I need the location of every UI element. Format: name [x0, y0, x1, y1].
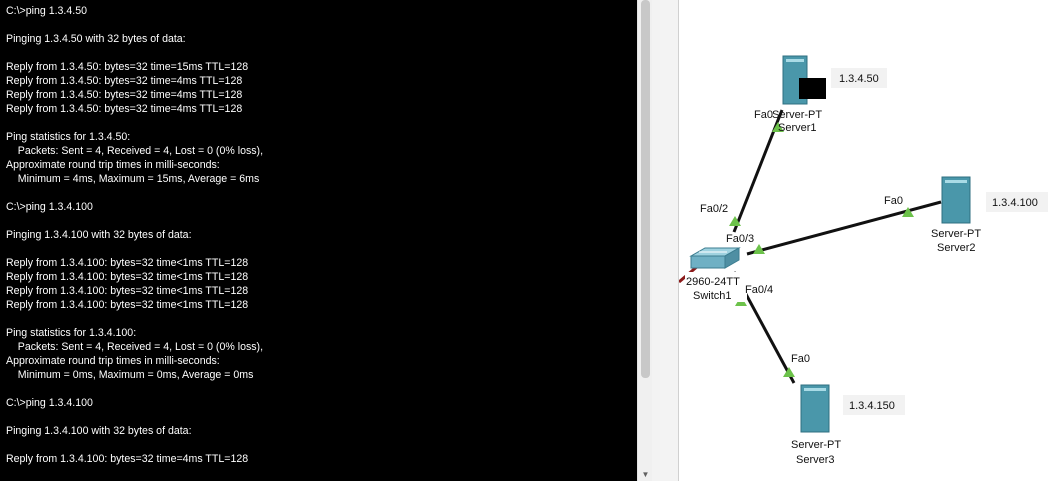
switch-side — [724, 247, 740, 269]
ip-badge — [986, 192, 1048, 212]
server-bay — [804, 388, 826, 391]
server3-device[interactable]: 1.3.4.150 Fa0 Server-PT Server3 — [791, 353, 905, 466]
link-up-indicator-icon — [783, 367, 795, 377]
link-up-indicator-icon — [729, 216, 741, 226]
ip-badge — [843, 395, 905, 415]
terminal-line: Reply from 1.3.4.100: bytes=32 time=4ms … — [6, 453, 249, 465]
server3-port-label: Fa0 — [791, 353, 810, 365]
server3-ip: 1.3.4.150 — [849, 400, 895, 412]
terminal-line: Pinging 1.3.4.100 with 32 bytes of data: — [6, 425, 192, 437]
terminal-line — [6, 18, 263, 32]
terminal-line: Approximate round trip times in milli-se… — [6, 159, 220, 171]
terminal-line: Reply from 1.3.4.100: bytes=32 time<1ms … — [6, 257, 249, 269]
terminal-line: Reply from 1.3.4.100: bytes=32 time<1ms … — [6, 285, 249, 297]
server-icon — [941, 176, 971, 224]
switch-port-fa0-4: Fa0/4 — [745, 284, 773, 296]
server-bay — [786, 59, 804, 62]
terminal-line: Pinging 1.3.4.100 with 32 bytes of data: — [6, 229, 192, 241]
terminal-line: Reply from 1.3.4.50: bytes=32 time=15ms … — [6, 61, 249, 73]
scroll-down-arrow-icon[interactable]: ▼ — [641, 470, 650, 479]
switch-port-fa0-3: Fa0/3 — [726, 233, 754, 245]
terminal-line — [6, 214, 263, 228]
server1-device[interactable]: 1.3.4.50 Fa0 Server-PT Server1 — [754, 55, 887, 134]
terminal-line: Packets: Sent = 4, Received = 4, Lost = … — [6, 341, 264, 353]
pane-divider[interactable] — [652, 0, 679, 481]
terminal-line: Packets: Sent = 4, Received = 4, Lost = … — [6, 145, 264, 157]
link-up-indicator-icon — [772, 122, 784, 132]
server2-model: Server-PT — [931, 228, 981, 240]
link-up-indicator-icon — [753, 244, 765, 254]
server2-ip: 1.3.4.100 — [992, 197, 1038, 209]
server2-port-label: Fa0 — [884, 195, 903, 207]
terminal-line: Ping statistics for 1.3.4.100: — [6, 327, 137, 339]
server3-name: Server3 — [796, 454, 835, 466]
terminal-line: Minimum = 0ms, Maximum = 0ms, Average = … — [6, 369, 254, 381]
server1-port-label: Fa0 — [754, 109, 773, 121]
server1-name: Server1 — [778, 122, 817, 134]
terminal-line: C:\>ping 1.3.4.100 — [6, 201, 93, 213]
switch-label-backing — [685, 272, 747, 302]
switch-front — [690, 255, 726, 269]
topology-diagram: 1.3.4.50 Fa0 Server-PT Server1 1.3.4.100… — [679, 55, 1048, 466]
terminal-line — [6, 186, 263, 200]
terminal-line — [6, 410, 263, 424]
scrollbar-thumb[interactable] — [641, 0, 650, 378]
terminal-line: Reply from 1.3.4.100: bytes=32 time<1ms … — [6, 299, 249, 311]
terminal-line — [6, 46, 263, 60]
redacted-box — [799, 78, 826, 99]
terminal-line: C:\>ping 1.3.4.100 — [6, 397, 93, 409]
terminal-line — [6, 116, 263, 130]
switch1-model: 2960-24TT — [686, 276, 740, 288]
topology-canvas[interactable]: 1.3.4.50 Fa0 Server-PT Server1 1.3.4.100… — [679, 0, 1053, 481]
server-icon — [800, 384, 830, 433]
server1-ip: 1.3.4.50 — [839, 73, 879, 85]
link-up-indicator-icon — [902, 207, 914, 217]
terminal-line: Reply from 1.3.4.50: bytes=32 time=4ms T… — [6, 89, 243, 101]
terminal-line — [6, 312, 263, 326]
server2-name: Server2 — [937, 242, 976, 254]
terminal-line — [6, 438, 263, 452]
terminal-line — [6, 382, 263, 396]
ip-badge — [831, 68, 887, 88]
terminal-line — [6, 242, 263, 256]
terminal-scrollbar[interactable]: ▼ — [637, 0, 653, 481]
terminal-line: Reply from 1.3.4.100: bytes=32 time<1ms … — [6, 271, 249, 283]
server3-model: Server-PT — [791, 439, 841, 451]
switch-port-fa0-2: Fa0/2 — [700, 203, 728, 215]
link-switch-server2[interactable] — [746, 200, 942, 256]
server1-model: Server-PT — [772, 109, 822, 121]
switch1-device[interactable]: 2960-24TT Switch1 Fa0/2 Fa0/3 Fa0/4 — [685, 203, 773, 302]
server-bay — [945, 180, 967, 183]
terminal-line: Reply from 1.3.4.50: bytes=32 time=4ms T… — [6, 103, 243, 115]
terminal-line: Approximate round trip times in milli-se… — [6, 355, 220, 367]
server2-device[interactable]: 1.3.4.100 Fa0 Server-PT Server2 — [884, 176, 1048, 254]
terminal-line: Ping statistics for 1.3.4.50: — [6, 131, 131, 143]
terminal-line: Reply from 1.3.4.50: bytes=32 time=4ms T… — [6, 75, 243, 87]
terminal-line: C:\>ping 1.3.4.50 — [6, 5, 87, 17]
terminal-line: Minimum = 4ms, Maximum = 15ms, Average =… — [6, 173, 260, 185]
terminal-line: Pinging 1.3.4.50 with 32 bytes of data: — [6, 33, 186, 45]
switch1-name: Switch1 — [693, 290, 732, 302]
